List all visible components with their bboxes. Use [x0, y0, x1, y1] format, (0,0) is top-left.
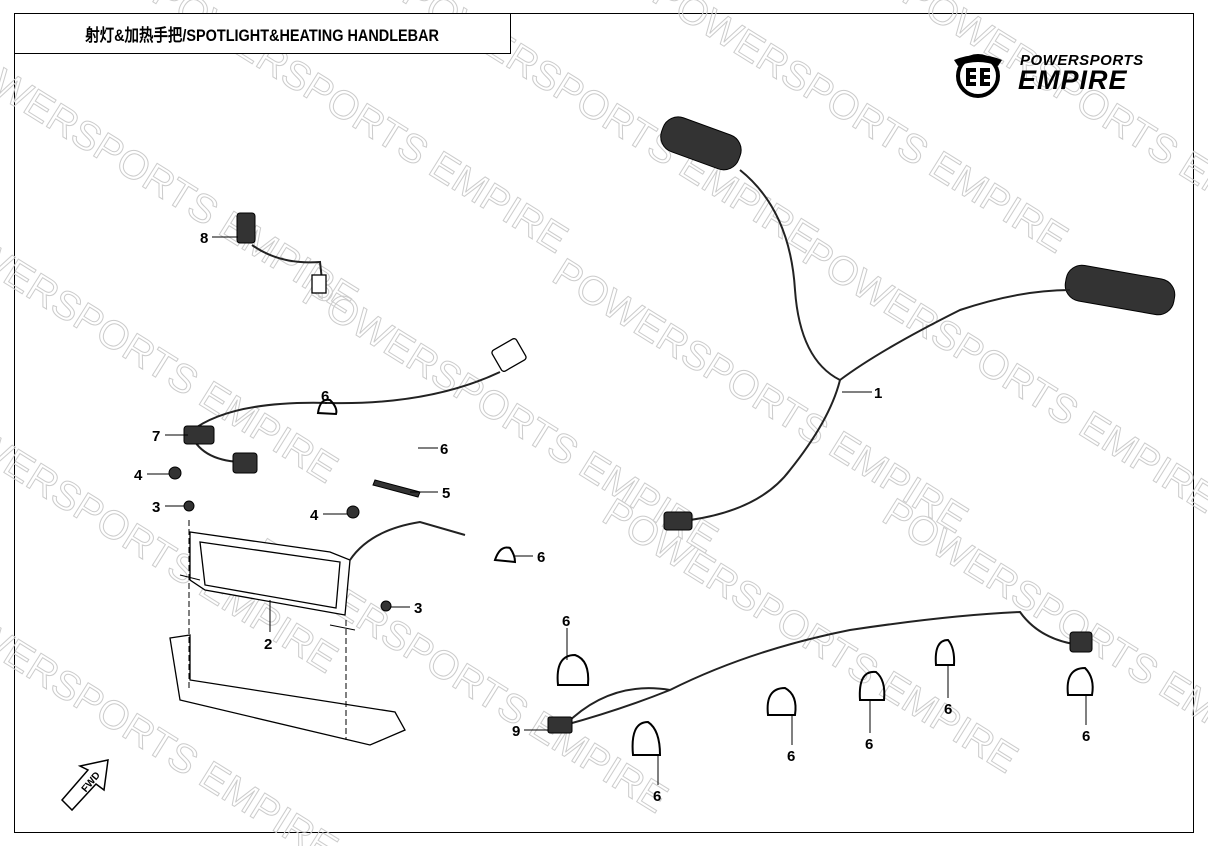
callout-6a: 6: [321, 388, 329, 405]
fwd-arrow-icon: FWD: [60, 759, 109, 812]
callout-6d: 6: [562, 613, 570, 630]
brand-logo: POWERSPORTS EMPIRE: [952, 50, 1172, 100]
callout-9: 9: [512, 723, 520, 740]
callout-6g: 6: [865, 736, 873, 753]
part-4-clip: [346, 505, 360, 519]
title-box: 射灯&加热手把/SPOTLIGHT&HEATING HANDLEBAR: [14, 13, 511, 54]
part-3-bolt: [183, 500, 195, 512]
callout-3a: 3: [152, 499, 160, 516]
callout-6f: 6: [787, 748, 795, 765]
callout-1: 1: [874, 385, 882, 402]
part-1-heating-grips: [660, 116, 1176, 531]
callout-6b: 6: [440, 441, 448, 458]
part-3-bolt: [380, 600, 392, 612]
callout-8: 8: [200, 230, 208, 247]
callout-3b: 3: [414, 600, 422, 617]
logo-emblem-icon: [954, 54, 1002, 98]
callout-2: 2: [264, 636, 272, 653]
callout-6e: 6: [653, 788, 661, 805]
callout-6i: 6: [1082, 728, 1090, 745]
part-5-strap: [372, 479, 421, 498]
logo-text-powersports: POWERSPORTS: [1020, 52, 1144, 69]
page-title: 射灯&加热手把/SPOTLIGHT&HEATING HANDLEBAR: [85, 26, 440, 45]
callouts: 8 7 6 6 4 5 3 4 6 3 2 1 6 9 6 6 6 6 6: [134, 230, 1090, 805]
part-2-light-bar: [169, 520, 466, 746]
cable-ties: [316, 398, 1094, 756]
part-4-clip: [168, 466, 182, 480]
part-9-harness: [547, 610, 1093, 734]
callout-5: 5: [442, 485, 450, 502]
watermark-text: POWERSPORTS EMPIRE: [875, 490, 1208, 781]
callout-4b: 4: [310, 507, 319, 524]
callout-6h: 6: [944, 701, 952, 718]
logo-text-empire: EMPIRE: [1018, 65, 1128, 95]
drawing-frame: [14, 13, 1194, 833]
callout-7: 7: [152, 428, 160, 445]
part-8-switch: [236, 212, 327, 294]
part-7-spotlight-harness: [183, 338, 527, 474]
callout-4a: 4: [134, 467, 143, 484]
callout-6c: 6: [537, 549, 545, 566]
